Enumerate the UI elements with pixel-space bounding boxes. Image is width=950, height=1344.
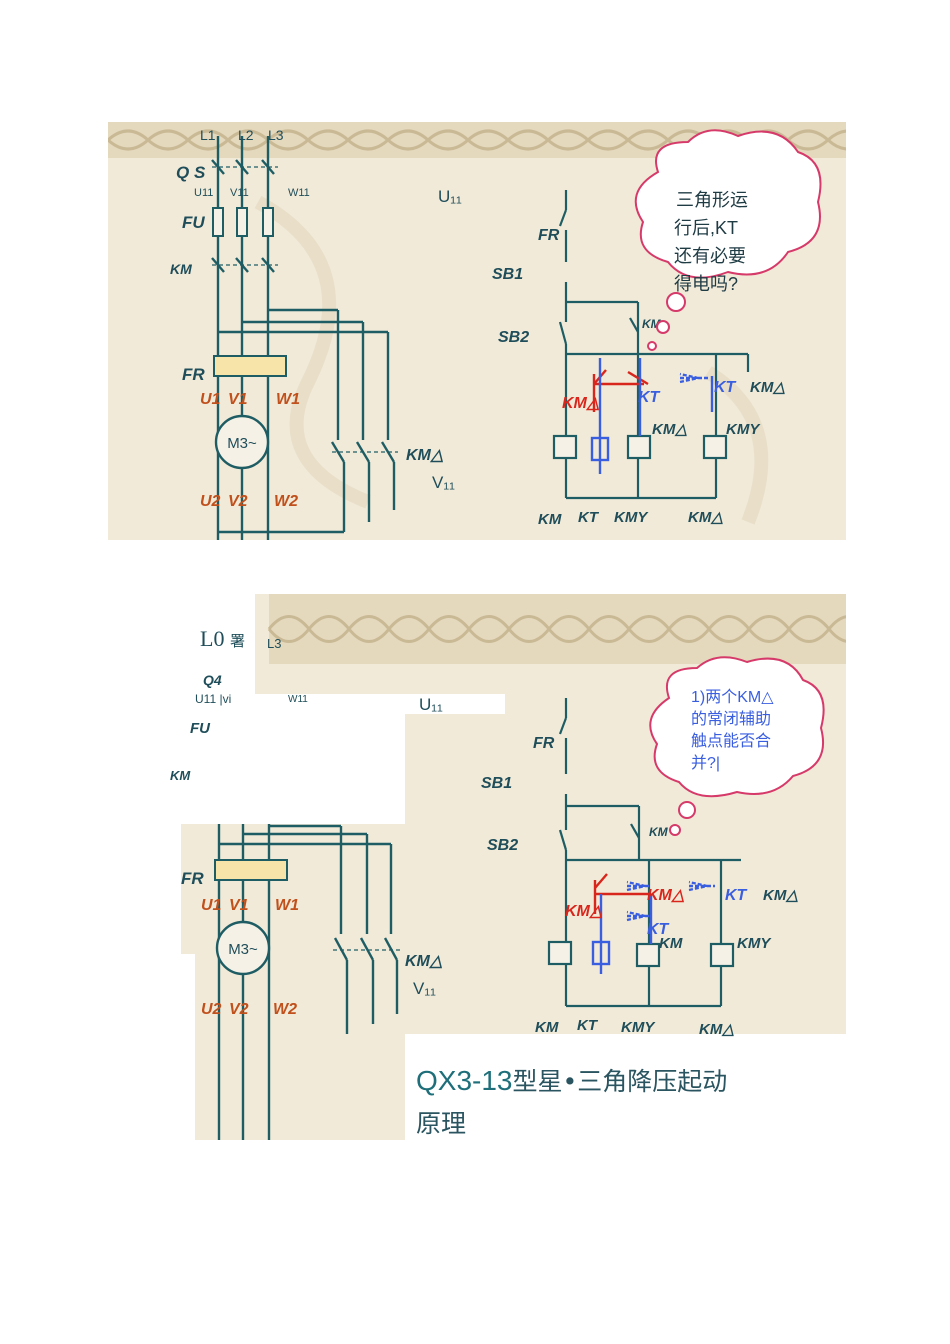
caption-line-1: 型星•三角降压起动 [512,1067,728,1096]
winding-u2: U2 [200,493,221,510]
circuit-diagram-1: M3~ L1 L2 L3 Q S U11 V11 W11 FU KM FR U1… [108,122,846,540]
label-km-delta-right: KM△ [750,379,785,396]
label-l3: L3 [267,636,281,651]
label-sb2: SB2 [487,837,518,854]
blue-contacts [590,358,714,474]
winding-u1: U1 [200,391,221,408]
thought-bubble-2: 1)两个KM△ 的常闭辅助 触点能否合 并?| [649,656,825,836]
bubble-line-2: 的常闭辅助 [691,710,771,728]
coil-label-kt: KT [577,1017,599,1034]
label-u11: U11 [194,187,213,199]
coil-label-km-delta: KM△ [688,509,723,526]
supply-l3: L3 [268,127,284,143]
label-sb1: SB1 [481,775,512,792]
fuses [212,207,274,237]
winding-w1: W1 [275,897,299,914]
label-lo: L0 署 [200,626,245,651]
label-w11: W11 [288,694,308,705]
label-fu: FU [190,720,210,737]
coil-label-km: KM [535,1019,559,1036]
label-kt-contact: KT [647,921,670,938]
winding-v1: V1 [229,897,249,914]
label-km-delta-right: KM△ [763,887,798,904]
label-km-delta-red: KM△ [565,903,603,920]
winding-v2: V2 [228,493,248,510]
motor: M3~ [215,920,271,976]
coil-label-kt: KT [578,509,600,526]
label-kmy-lower: KMY [726,421,761,438]
label-km-delta-main: KM△ [405,953,443,970]
bubble-line-4: 得电吗? [674,274,738,294]
caption-model: QX3-13 [416,1065,513,1096]
circuit-diagram-2: M3~ FR U1 V1 W1 U2 V2 W2 KM△ V₁₁ U₁₁ L3 [181,594,846,1140]
coil-label-km-delta: KM△ [699,1021,734,1038]
coil-label-kmy: KMY [614,509,649,526]
label-km-delta-main: KM△ [406,447,444,464]
thermal-relay [214,859,288,881]
label-km-delta-red-2: KM△ [647,887,685,904]
caption-line-2: 原理 [416,1109,467,1138]
winding-u2: U2 [201,1001,222,1018]
winding-u1: U1 [201,897,222,914]
label-fr-control: FR [533,735,555,752]
coil-label-km: KM [538,511,562,528]
figure-caption: QX3-13型星•三角降压起动 原理 [416,1060,776,1145]
bubble-line-3: 还有必要 [674,246,746,266]
winding-v2: V2 [229,1001,249,1018]
blue-contacts [591,880,715,974]
svg-text:M3~: M3~ [227,435,257,452]
label-km: KM [170,768,191,783]
label-v11-terminal: V₁₁ [413,979,436,998]
supply-l1: L1 [200,127,216,143]
control-circuit [552,190,750,500]
label-km: KM [170,261,192,277]
label-fr-control: FR [538,227,560,244]
diagram-panel-1: M3~ L1 L2 L3 Q S U11 V11 W11 FU KM FR U1… [108,122,846,540]
label-km-aux: KM [649,825,669,839]
label-km-delta-red: KM△ [562,395,600,412]
label-qs: Q S [176,163,206,182]
label-v11: V11 [230,187,249,199]
label-km-lower: KM [659,935,683,952]
red-contacts [593,873,651,914]
motor: M3~ [214,414,270,470]
bubble-line-2: 行后,KT [674,218,738,238]
label-u11-terminal: U₁₁ [419,695,443,714]
label-kmy-lower: KMY [737,935,772,952]
label-w11: W11 [288,187,310,199]
label-q4: Q4 [203,672,222,688]
bubble-line-4: 并?| [691,754,720,772]
label-sb2: SB2 [498,329,529,346]
label-kt-right: KT [725,887,748,904]
winding-w1: W1 [276,391,300,408]
bubble-line-1: 1)两个KM△ [691,688,774,706]
thought-bubble-1: 三角形运 行后,KT 还有必要 得电吗? [634,129,822,351]
bubble-line-3: 触点能否合 [691,732,771,750]
thermal-relay [213,355,287,377]
winding-w2: W2 [273,1001,297,1018]
label-u11-terminal: U₁₁ [438,187,462,206]
label-v11-terminal: V₁₁ [432,473,455,492]
supply-l2: L2 [238,127,254,143]
label-fr: FR [181,869,204,888]
label-kt-right: KT [714,379,737,396]
svg-text:M3~: M3~ [228,941,258,958]
winding-w2: W2 [274,493,298,510]
decorative-border [267,594,846,664]
control-circuit [547,698,741,1008]
label-sb1: SB1 [492,266,523,283]
diagram-panel-2: M3~ FR U1 V1 W1 U2 V2 W2 KM△ V₁₁ U₁₁ L3 [181,594,846,1140]
label-kt-contact: KT [638,389,661,406]
label-fr: FR [182,365,205,384]
winding-v1: V1 [228,391,248,408]
label-km-delta-lower: KM△ [652,421,687,438]
label-u11-vi: U11 |vi [195,692,232,706]
coil-label-kmy: KMY [621,1019,656,1036]
bubble-line-1: 三角形运 [676,190,748,210]
label-fu: FU [182,213,205,232]
